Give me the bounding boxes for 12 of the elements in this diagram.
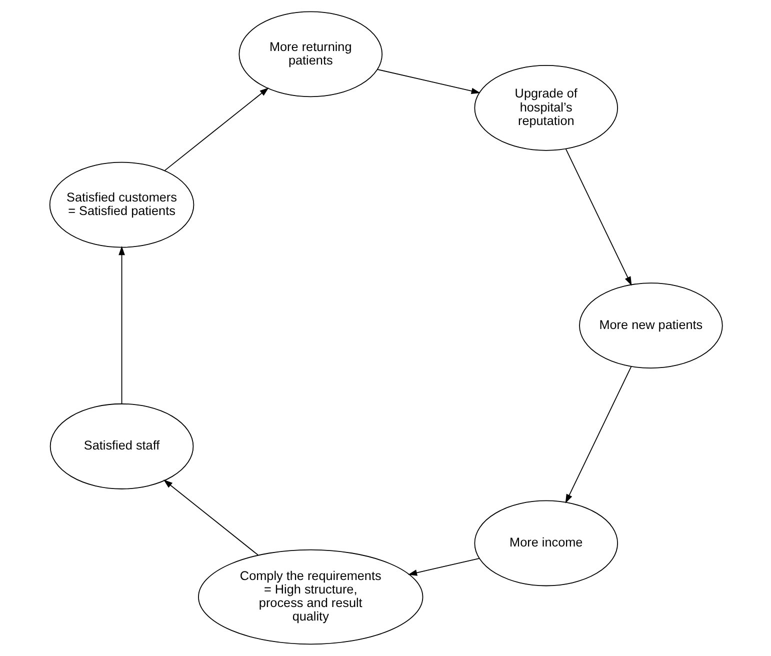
- node-ellipse: More income: [474, 500, 618, 586]
- node-ellipse: Upgrade of hospital’s reputation: [474, 65, 618, 151]
- arrow: [164, 88, 268, 171]
- arrow: [118, 246, 124, 404]
- arrow: [162, 480, 258, 556]
- arrow: [564, 366, 632, 504]
- arrow: [376, 69, 480, 94]
- node-ellipse: Satisfied customers = Satisfied patients: [48, 162, 194, 248]
- arrow: [564, 148, 632, 286]
- node-ellipse: Comply the requirements = High structure, process and result quality: [198, 549, 423, 645]
- arrow: [407, 558, 480, 576]
- node-ellipse: More new patients: [578, 282, 722, 369]
